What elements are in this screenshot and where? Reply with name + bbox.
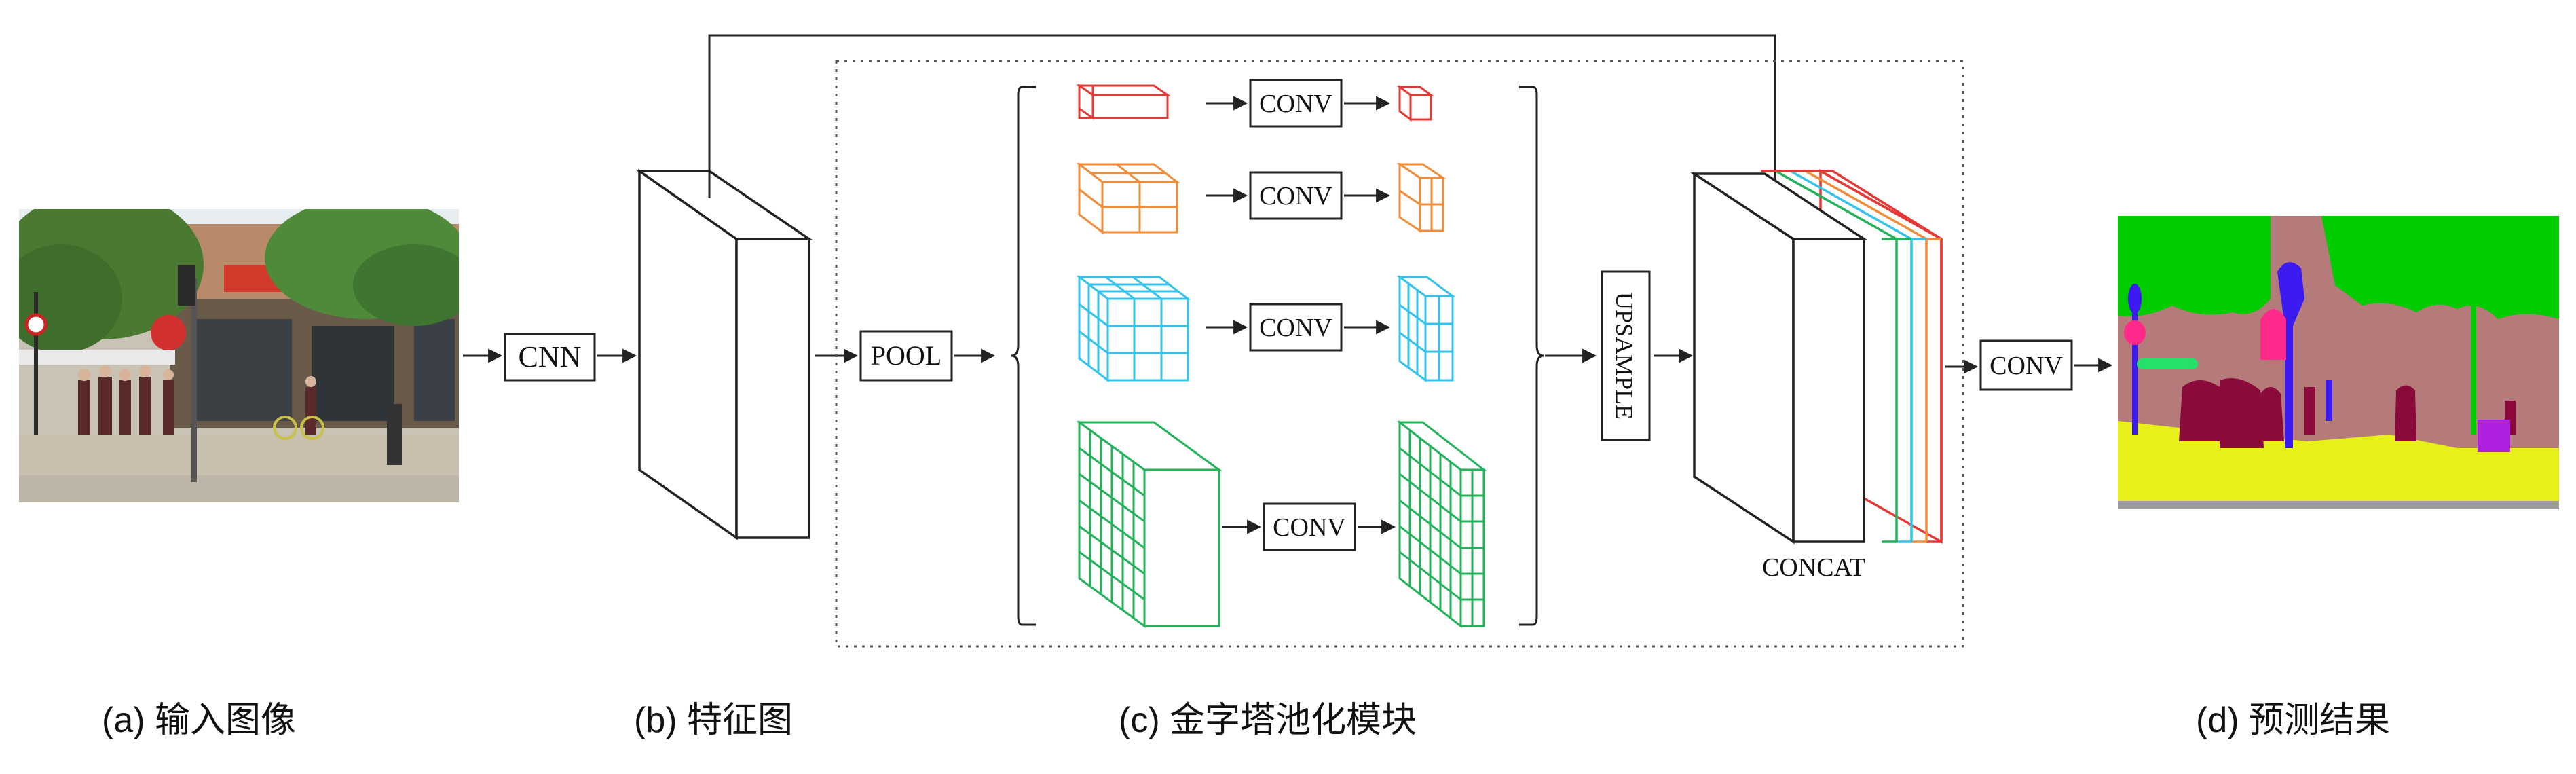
pool-level-3-output — [1396, 275, 1456, 382]
final-conv-block: CONV — [1979, 339, 2073, 391]
conv-level-3: CONV — [1249, 303, 1343, 352]
conv-level-4-label: CONV — [1273, 513, 1346, 542]
caption-input-image: (a) 输入图像 — [102, 701, 296, 740]
pool-level-2-input — [1076, 162, 1180, 235]
pool-level-4-output — [1396, 420, 1487, 629]
caption-feature-map: (b) 特征图 — [634, 701, 793, 740]
concat-label: CONCAT — [1762, 553, 1865, 582]
input-image — [19, 209, 459, 502]
conv-level-2-label: CONV — [1259, 182, 1332, 210]
right-bracket — [1519, 86, 1544, 626]
pyramid-pooling-module-box — [835, 60, 1964, 648]
pool-level-4-input — [1076, 420, 1222, 628]
pool-level-3-input — [1076, 274, 1191, 383]
segmentation-result — [2118, 216, 2559, 509]
pool-label: POOL — [871, 340, 941, 371]
cnn-block: CNN — [504, 333, 596, 382]
final-conv-label: CONV — [1990, 352, 2063, 380]
pool-level-2-output — [1396, 162, 1446, 233]
pool-level-1-input — [1076, 84, 1171, 120]
conv-level-1: CONV — [1249, 79, 1343, 128]
upsample-label: UPSAMPLE — [1611, 292, 1638, 420]
upsample-block: UPSAMPLE — [1601, 270, 1651, 441]
caption-pyramid-pooling-module: (c) 金字塔池化模块 — [1119, 701, 1417, 740]
caption-prediction-result: (d) 预测结果 — [2196, 701, 2390, 740]
conv-level-4: CONV — [1263, 502, 1356, 551]
cnn-label: CNN — [519, 340, 582, 373]
conv-level-3-label: CONV — [1259, 314, 1332, 342]
pool-level-1-output — [1396, 85, 1434, 122]
left-bracket — [1011, 86, 1036, 626]
conv-level-2: CONV — [1249, 171, 1343, 220]
conv-level-1-label: CONV — [1259, 90, 1332, 118]
feature-map — [635, 168, 813, 540]
concat-block: CONCAT — [1690, 169, 1943, 582]
pool-block: POOL — [859, 330, 953, 382]
skip-connection — [708, 34, 1782, 206]
